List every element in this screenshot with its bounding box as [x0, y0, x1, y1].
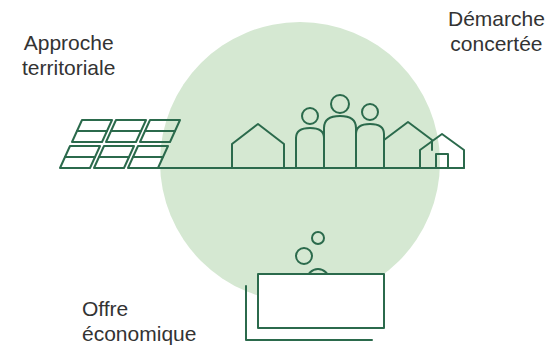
solar-panels — [60, 120, 180, 168]
cable — [158, 167, 232, 169]
house-icon — [232, 124, 284, 168]
house-icon — [384, 122, 432, 168]
offer-icon — [246, 232, 384, 340]
region-label: Offre économique — [82, 296, 196, 346]
region-label: Démarche concertée — [448, 6, 545, 56]
house-icon — [420, 134, 464, 168]
region-label: Approche territoriale — [22, 30, 115, 80]
ground-line — [284, 167, 464, 169]
background-circle — [160, 22, 440, 302]
people-icon — [296, 95, 384, 168]
